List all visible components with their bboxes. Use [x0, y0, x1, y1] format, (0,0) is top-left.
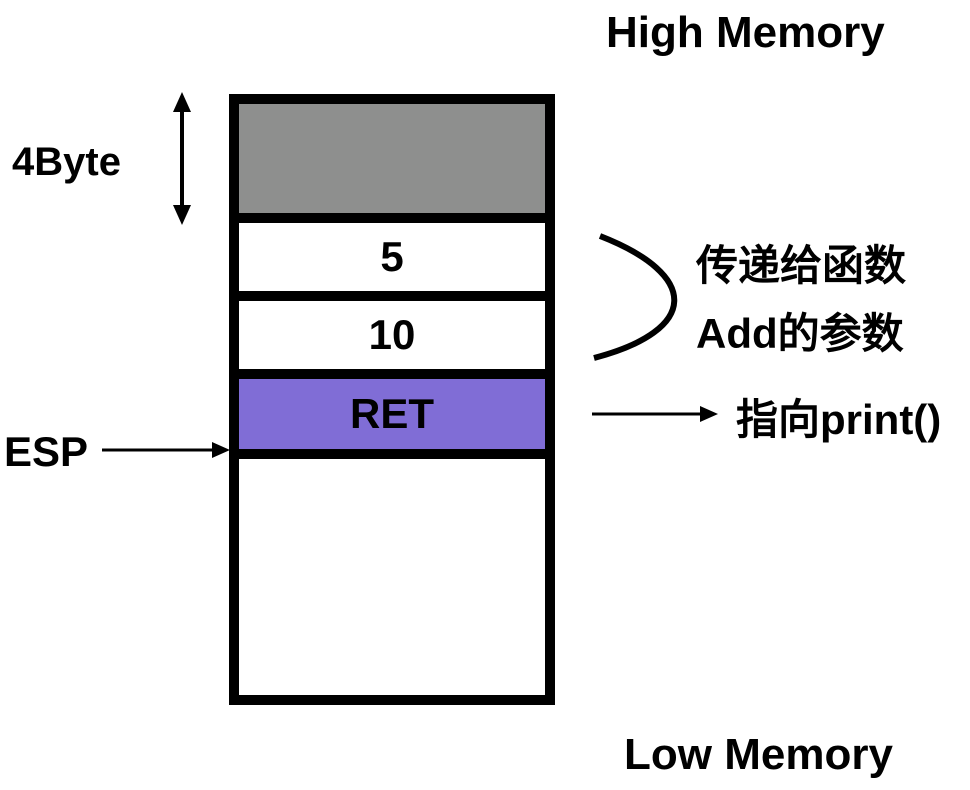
- params-annotation-line1: 传递给函数: [696, 242, 907, 289]
- stack-divider: [239, 213, 545, 223]
- ret-target-label: 指向print(): [736, 396, 942, 443]
- stack-cell-arg-5: 5: [239, 223, 545, 291]
- params-brace-icon: [593, 233, 678, 361]
- low-memory-label: Low Memory: [624, 730, 893, 779]
- stack-cell-ret-text: RET: [350, 390, 434, 437]
- stack-divider: [239, 449, 545, 459]
- params-annotation-line2: Add的参数: [696, 310, 904, 357]
- stack-cell-ret: RET: [239, 379, 545, 449]
- stack-frame: 5 10 RET: [229, 94, 555, 705]
- stack-cell-arg-10: 10: [239, 301, 545, 369]
- stack-divider: [239, 369, 545, 379]
- esp-label: ESP: [4, 428, 89, 475]
- stack-cell-arg-5-text: 5: [380, 233, 404, 280]
- double-arrow-icon: [173, 92, 191, 225]
- stack-cell-previous: [239, 104, 545, 213]
- esp-arrow-icon: [102, 442, 230, 458]
- slot-size-label: 4Byte: [12, 140, 121, 184]
- stack-divider: [239, 291, 545, 301]
- stack-cell-empty: [239, 459, 545, 695]
- stack-cell-arg-10-text: 10: [368, 311, 416, 358]
- high-memory-label: High Memory: [606, 8, 885, 57]
- params-annotation: 传递给函数 Add的参数: [696, 232, 906, 368]
- ret-arrow-icon: [592, 406, 718, 422]
